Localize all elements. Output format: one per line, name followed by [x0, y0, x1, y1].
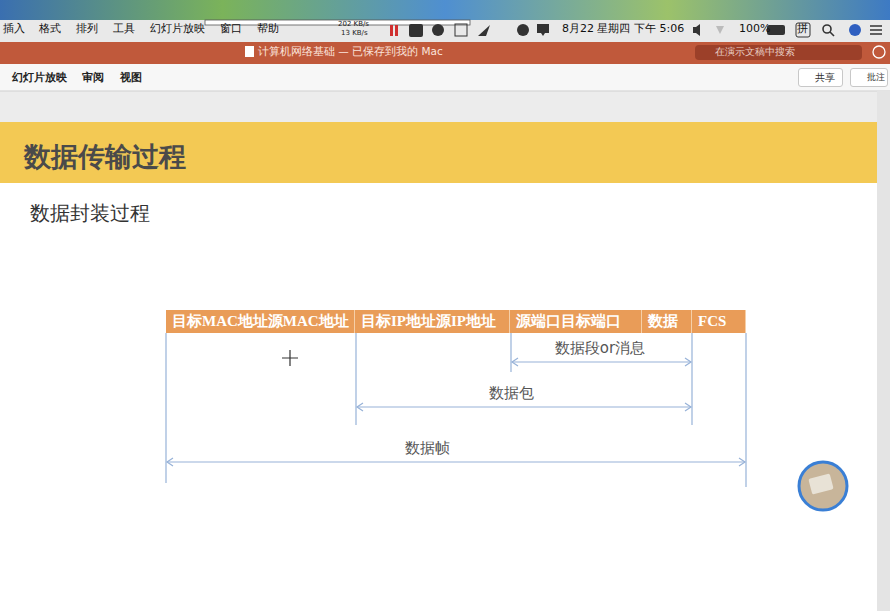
- menu-icon: [870, 26, 882, 34]
- toolbar-item: 视图: [120, 71, 142, 83]
- toolbar-button: 批注: [850, 68, 888, 87]
- clock: 8月22 星期四 下午 5:06: [562, 23, 684, 36]
- dimension-arrow: [512, 361, 691, 362]
- desktop-strip: [0, 0, 890, 20]
- avatar-picture: [808, 473, 833, 494]
- header-cell-text: 目标MAC地址源MAC地址: [172, 313, 349, 330]
- toolbar-item: 幻灯片放映: [12, 71, 67, 83]
- bracket-label: 数据段or消息: [552, 340, 648, 357]
- toolbar-button-text: 批注: [867, 72, 885, 83]
- pause-icon: [395, 25, 398, 36]
- toolbar-button-text: 共享: [815, 72, 835, 84]
- header-cell: 源端口目标端口: [510, 310, 642, 333]
- wifi-icon: [716, 26, 724, 34]
- menu-item: 窗口: [220, 23, 242, 36]
- bracket-label: 数据包: [486, 385, 537, 402]
- toolbar: [0, 64, 890, 91]
- header-cell-text: 源端口目标端口: [516, 313, 621, 330]
- title-band: [0, 122, 877, 183]
- toolbar-item: 审阅: [82, 71, 104, 83]
- arrow-head: [357, 403, 691, 411]
- search-field: 在演示文稿中搜索: [695, 45, 862, 60]
- header-cell-text: 目标IP地址源IP地址: [361, 313, 496, 330]
- header-cell-text: 数据: [648, 313, 678, 330]
- status-icon: [409, 24, 423, 37]
- search-icon: [830, 32, 834, 36]
- header-cell: 目标IP地址源IP地址: [355, 310, 510, 333]
- slide-subtitle: 数据封装过程: [30, 202, 150, 225]
- menu-item: 帮助: [257, 23, 279, 36]
- dimension-arrow: [357, 406, 691, 407]
- search-field-text: 在演示文稿中搜索: [715, 47, 795, 58]
- search-icon: [823, 25, 831, 33]
- bracket-line: [510, 333, 511, 372]
- doc-icon: [245, 46, 254, 57]
- pause-icon: [390, 25, 393, 36]
- scroll-track: [877, 91, 890, 611]
- toolbar-button: 共享: [798, 68, 843, 87]
- bracket-line: [691, 333, 692, 425]
- move-cursor: [282, 350, 298, 366]
- slide: [0, 122, 877, 611]
- volume-icon: [693, 24, 700, 36]
- header-cell: 目标MAC地址源MAC地址: [166, 310, 355, 333]
- menu-item: 排列: [76, 23, 98, 36]
- slide-title: 数据传输过程: [24, 141, 186, 172]
- status-icon: [537, 24, 549, 36]
- arrow-head: [512, 358, 691, 366]
- status-icon: [478, 25, 490, 36]
- window-title: 计算机网络基础 — 已保存到我的 Mac: [258, 45, 443, 57]
- smiley-icon: [873, 46, 885, 58]
- input-method: 拼: [797, 23, 808, 36]
- header-cell: FCS: [692, 310, 746, 333]
- menu-item: 工具: [113, 23, 135, 36]
- net-speed: 13 KB/s: [341, 29, 368, 37]
- header-cell: 数据: [642, 310, 692, 333]
- menu-bar: [0, 20, 890, 42]
- header-cell-text: FCS: [698, 313, 726, 330]
- bracket-line: [745, 333, 746, 487]
- battery-level: 100%: [739, 23, 770, 36]
- input-icon: [796, 23, 810, 37]
- dimension-arrow: [167, 461, 745, 462]
- menu-item: 插入: [3, 23, 25, 36]
- bracket-label: 数据帧: [402, 440, 453, 457]
- status-icon: [517, 24, 529, 36]
- siri-icon: [849, 24, 861, 36]
- menu-item: 格式: [39, 23, 61, 36]
- title-bar: [0, 42, 890, 64]
- net-speed: 202 KB/s: [338, 20, 369, 28]
- status-icon: [432, 24, 444, 36]
- bracket-line: [355, 333, 356, 425]
- status-icon: [455, 24, 467, 36]
- toolbar-edge: [0, 91, 890, 92]
- overlay-bar: [205, 20, 470, 25]
- avatar-bubble: [799, 462, 847, 510]
- arrow-head: [167, 458, 745, 466]
- bracket-line: [165, 333, 166, 483]
- menu-item: 幻灯片放映: [150, 23, 205, 36]
